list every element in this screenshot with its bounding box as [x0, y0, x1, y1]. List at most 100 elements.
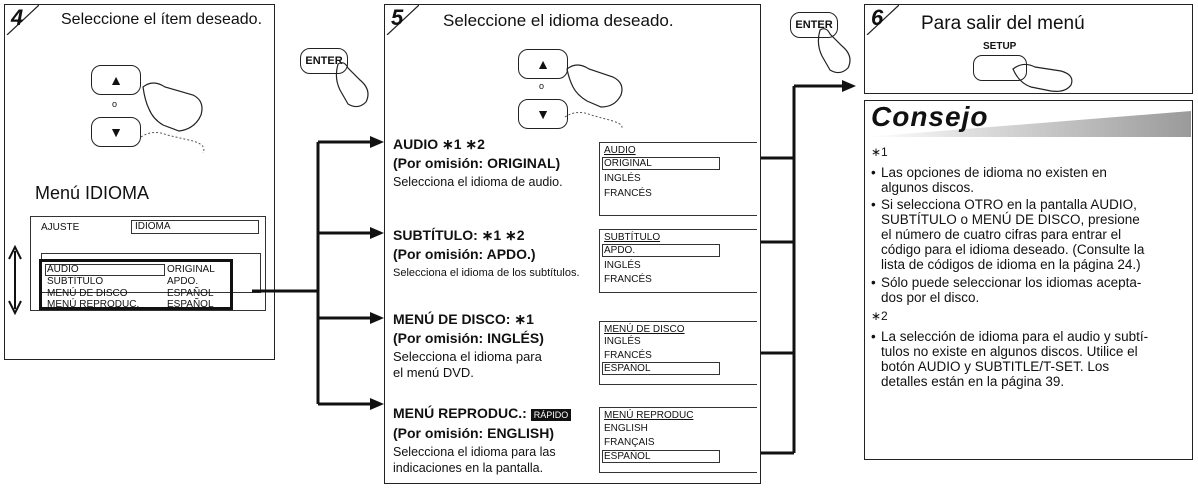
option-play-menu-title: MENÚ REPRODUC.: — [393, 405, 527, 421]
option-subtitle-heading: SUBTÍTULO: ∗1 ∗2 — [393, 227, 525, 243]
row-play-menu-value: ESPAÑOL — [167, 299, 214, 310]
up-down-arrow-icon — [8, 245, 22, 315]
audio-row-selected — [45, 264, 165, 276]
option-play-menu-desc-1: Selecciona el idioma para las — [393, 445, 556, 459]
menu-idioma-label: Menú IDIOMA — [35, 183, 150, 203]
step6-number: 6 — [871, 5, 884, 30]
screen-header-ajuste: AJUSTE — [41, 222, 80, 233]
pressing-hand-icon — [1012, 63, 1073, 92]
tip-title-bar-gradient — [865, 111, 1191, 137]
step5-number: 5 — [391, 5, 404, 30]
tip-text: código para el idioma deseado. (Consulte… — [881, 242, 1145, 257]
pressing-hand-icon — [140, 82, 205, 154]
tip-text: SUBTÍTULO o MENÚ DE DISCO, presione — [881, 212, 1140, 227]
option-disc-menu-desc-1: Selecciona el idioma para — [393, 349, 542, 364]
row-audio-item: AUDIO — [47, 264, 79, 275]
tip-text: el número de cuatro cifras para entrar e… — [881, 227, 1122, 242]
down-arrow-icon: ▼ — [536, 106, 550, 122]
play-menu-screen: MENÚ REPRODUC ENGLISH FRANÇAIS ESPAÑOL — [599, 407, 757, 473]
enter-button[interactable]: ENTER — [790, 12, 838, 38]
option-audio-default: (Por omisión: ORIGINAL) — [393, 155, 561, 171]
audio-screen: AUDIO ORIGINAL INGLÉS FRANCÉS — [599, 142, 757, 216]
option-play-menu-desc-2: indicaciones en la pantalla. — [393, 461, 544, 475]
setup-button[interactable] — [973, 55, 1027, 81]
bullet-dot: • — [871, 275, 876, 290]
up-button[interactable]: ▲ — [518, 49, 568, 79]
tip-text: detalles están en la página 39. — [881, 374, 1065, 389]
screen-item: ESPAÑOL — [604, 363, 651, 374]
tip-text: lista de códigos de idioma en la página … — [881, 257, 1141, 272]
up-button[interactable]: ▲ — [91, 65, 141, 95]
settings-highlight-frame — [39, 259, 233, 310]
tip-text: Sólo puede seleccionar los idiomas acept… — [881, 275, 1142, 290]
step6-panel: 6 Para salir del menú SETUP — [864, 4, 1193, 94]
row-subtitle-value: APDO. — [167, 276, 199, 287]
option-disc-menu-desc-2: el menú DVD. — [393, 365, 474, 380]
enter-button[interactable]: ENTER — [300, 48, 348, 74]
tip-text: tulos no existe en algunos discos. Utili… — [881, 344, 1138, 359]
down-button[interactable]: ▼ — [91, 117, 141, 147]
step-number-badge — [6, 5, 39, 35]
pressing-hand-icon — [817, 28, 851, 74]
screen-item: ORIGINAL — [604, 158, 652, 169]
screen-tab-idioma: IDIOMA — [131, 220, 259, 234]
screen-title: SUBTÍTULO — [604, 232, 661, 243]
option-disc-menu-heading: MENÚ DE DISCO: ∗1 — [393, 311, 534, 327]
option-subtitle-desc: Selecciona el idioma de los subtítulos. — [393, 267, 580, 279]
setup-label: SETUP — [983, 41, 1017, 52]
tip-text: Si selecciona OTRO en la pantalla AUDIO, — [881, 197, 1137, 212]
tip-panel: Consejo ∗1 • Las opciones de idioma no e… — [864, 100, 1193, 460]
screen-item: INGLÉS — [604, 260, 641, 271]
pressing-hand-icon — [564, 64, 623, 129]
selected-item-box — [602, 157, 720, 170]
screen-item: INGLÉS — [604, 336, 641, 347]
tip-text: dos por el disco. — [881, 290, 980, 305]
tip-text: botón AUDIO y SUBTITLE/T-SET. Los — [881, 359, 1110, 374]
step6-title: Para salir del menú — [921, 13, 1085, 34]
option-audio-desc: Selecciona el idioma de audio. — [393, 175, 563, 189]
up-arrow-icon: ▲ — [109, 72, 123, 88]
down-arrow-icon: ▼ — [109, 124, 123, 140]
screen-item: ESPAÑOL — [604, 451, 651, 462]
row-disc-menu-item: MENÚ DE DISCO — [47, 288, 128, 299]
row-play-menu-item: MENÚ REPRODUC. — [47, 299, 140, 310]
screen-item: ENGLISH — [604, 423, 648, 434]
selected-item-box — [602, 450, 720, 463]
option-play-menu-default: (Por omisión: ENGLISH) — [393, 425, 554, 441]
selected-item-box — [602, 244, 720, 257]
tip-title: Consejo — [871, 101, 989, 132]
note-2-marker: ∗2 — [871, 309, 888, 323]
rapido-badge: RÁPIDO — [530, 409, 572, 421]
bullet-dot: • — [871, 197, 876, 212]
step4-number: 4 — [11, 5, 24, 30]
option-disc-menu-default: (Por omisión: INGLÉS) — [393, 330, 544, 346]
option-play-menu-heading: MENÚ REPRODUC.:RÁPIDO — [393, 405, 572, 421]
screen-title: MENÚ DE DISCO — [604, 324, 685, 335]
screen-item: INGLÉS — [604, 173, 641, 184]
step5-panel: 5 Seleccione el idioma deseado. ▲ o ▼ AU… — [384, 4, 761, 484]
screen-item: FRANCÉS — [604, 188, 652, 199]
option-audio-heading: AUDIO ∗1 ∗2 — [393, 136, 485, 152]
up-arrow-icon: ▲ — [536, 56, 550, 72]
row-disc-menu-value: ESPAÑOL — [167, 288, 214, 299]
bullet-dot: • — [871, 165, 876, 180]
screen-title: MENÚ REPRODUC — [604, 410, 694, 421]
row-subtitle-item: SUBTÍTULO — [47, 276, 104, 287]
down-button[interactable]: ▼ — [518, 99, 568, 129]
step-number-badge — [386, 5, 419, 35]
tip-text: La selección de idioma para el audio y s… — [881, 329, 1149, 344]
screen-title: AUDIO — [604, 145, 636, 156]
tip-title-bar: Consejo — [865, 101, 1194, 137]
step-number-badge — [866, 5, 899, 35]
or-label: o — [112, 99, 118, 109]
note-1-marker: ∗1 — [871, 145, 888, 159]
screen-item: APDO. — [604, 245, 636, 256]
step5-title: Seleccione el idioma deseado. — [443, 11, 674, 30]
tip-text: Las opciones de idioma no existen en — [881, 165, 1107, 180]
bullet-dot: • — [871, 329, 876, 344]
screen-item: FRANCÉS — [604, 350, 652, 361]
step4-panel: 4 Seleccione el ítem deseado. ▲ o ▼ Menú… — [4, 4, 275, 360]
subtitle-screen: SUBTÍTULO APDO. INGLÉS FRANCÉS — [599, 229, 757, 293]
language-menu-screen: AJUSTE IDIOMA — [30, 216, 266, 311]
